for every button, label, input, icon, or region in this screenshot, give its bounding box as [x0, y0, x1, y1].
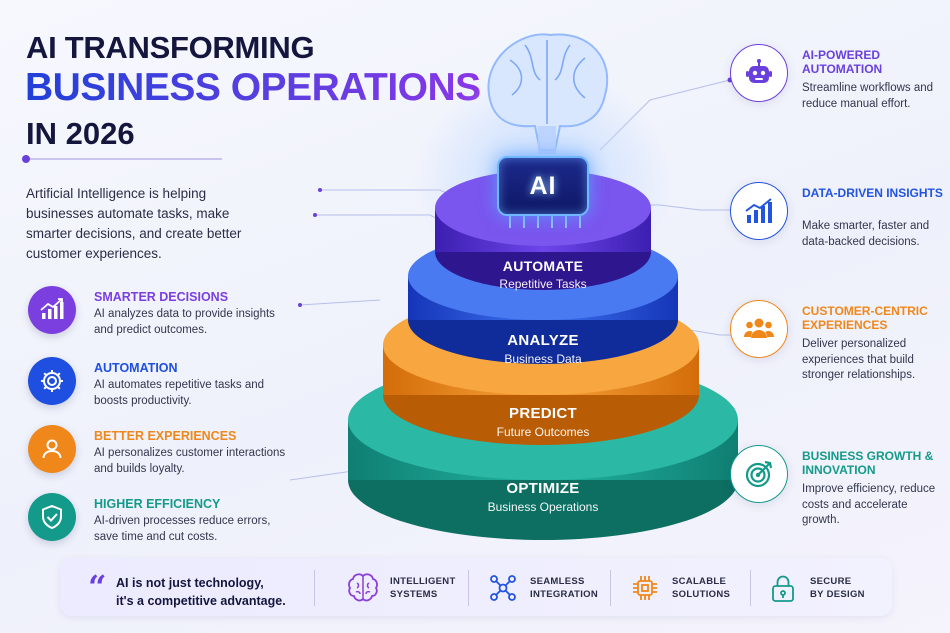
page-title-line-2: BUSINESS OPERATIONS	[25, 66, 481, 109]
chip-pins	[509, 216, 581, 228]
bottom-item-scalable-solutions: SCALABLE SOLUTIONS	[628, 571, 730, 605]
bottom-item-label: SCALABLE SOLUTIONS	[672, 575, 730, 601]
bottom-item-label: SEAMLESS INTEGRATION	[530, 575, 598, 601]
quote-text: AI is not just technology, it's a compet…	[116, 574, 306, 610]
title-divider	[22, 155, 222, 163]
label-line-2: SYSTEMS	[390, 589, 438, 600]
bottom-item-label: SECURE BY DESIGN	[810, 575, 865, 601]
benefit-title: HIGHER EFFICIENCY	[94, 497, 221, 511]
lock-icon	[766, 571, 800, 605]
benefit-desc: AI-driven processes reduce errors, save …	[94, 515, 271, 543]
feature-desc: Deliver personalized experiences that bu…	[802, 338, 916, 381]
quote-line-1: AI is not just technology,	[116, 576, 264, 590]
benefit-title: BETTER EXPERIENCES	[94, 429, 237, 443]
robot-icon	[730, 44, 788, 102]
feature-desc: Streamline workflows and reduce manual e…	[802, 82, 934, 110]
label-line-1: INTELLIGENT	[390, 576, 456, 587]
benefit-automation: AUTOMATION AI automates repetitive tasks…	[28, 357, 288, 417]
label-line-1: SEAMLESS	[530, 576, 585, 587]
feature-title: DATA-DRIVEN INSIGHTS	[802, 186, 943, 200]
label-line-2: SOLUTIONS	[672, 589, 731, 600]
quote-icon: “	[88, 568, 107, 606]
tier-predict: PREDICT Future Outcomes	[443, 405, 643, 439]
label-line-1: SCALABLE	[672, 576, 727, 587]
network-icon	[486, 571, 520, 605]
feature-desc: Improve efficiency, reduce costs and acc…	[802, 483, 936, 526]
people-icon	[730, 300, 788, 358]
benefit-title: SMARTER DECISIONS	[94, 290, 229, 304]
benefit-smarter-decisions: SMARTER DECISIONS AI analyzes data to pr…	[28, 286, 288, 346]
brain-graphic	[487, 33, 609, 154]
shield-check-icon	[28, 493, 76, 541]
benefit-desc: AI analyzes data to provide insights and…	[94, 308, 275, 336]
page-title-line-1: AI TRANSFORMING	[26, 30, 315, 65]
label-line-1: SECURE	[810, 576, 852, 587]
bar-chart-icon	[730, 182, 788, 240]
benefit-desc: AI automates repetitive tasks and boosts…	[94, 379, 265, 407]
bottom-bar	[60, 558, 892, 616]
chip-icon	[628, 571, 662, 605]
quote-line-2: it's a competitive advantage.	[116, 594, 286, 608]
brain-icon	[346, 571, 380, 605]
bottom-item-intelligent-systems: INTELLIGENT SYSTEMS	[346, 571, 456, 605]
page-title-line-3: IN 2026	[26, 116, 135, 151]
bottom-divider	[610, 570, 611, 606]
tier-sub: Future Outcomes	[496, 425, 590, 439]
bottom-item-secure-by-design: SECURE BY DESIGN	[766, 571, 865, 605]
tier-sub: Repetitive Tasks	[499, 277, 587, 291]
bottom-divider	[468, 570, 469, 606]
chart-growth-icon	[28, 286, 76, 334]
feature-title: AI-POWERED AUTOMATION	[802, 48, 883, 76]
label-line-2: BY DESIGN	[810, 589, 865, 600]
feature-desc: Make smarter, faster and data-backed dec…	[802, 220, 930, 248]
benefit-desc: AI personalizes customer interactions an…	[94, 447, 286, 475]
user-icon	[28, 425, 76, 473]
bottom-item-seamless-integration: SEAMLESS INTEGRATION	[486, 571, 598, 605]
gear-icon	[28, 357, 76, 405]
bottom-divider	[750, 570, 751, 606]
tier-name: AUTOMATE	[502, 258, 584, 274]
ai-chip-label: AI	[529, 171, 557, 200]
intro-text: Artificial Intelligence is helping busin…	[26, 186, 242, 261]
benefit-higher-efficiency: HIGHER EFFICIENCY AI-driven processes re…	[28, 493, 288, 553]
benefit-better-experiences: BETTER EXPERIENCES AI personalizes custo…	[28, 425, 288, 485]
tier-name: PREDICT	[509, 405, 577, 422]
tier-name: OPTIMIZE	[506, 480, 580, 497]
tier-optimize: OPTIMIZE Business Operations	[443, 480, 643, 514]
bottom-divider	[314, 570, 315, 606]
tier-sub: Business Data	[504, 352, 582, 366]
feature-title: CUSTOMER-CENTRIC EXPERIENCES	[802, 304, 928, 332]
bottom-item-label: INTELLIGENT SYSTEMS	[390, 575, 456, 601]
target-icon	[730, 445, 788, 503]
ai-chip: AI	[497, 156, 589, 216]
tier-sub: Business Operations	[487, 500, 599, 514]
feature-title: BUSINESS GROWTH & INNOVATION	[802, 449, 934, 477]
tier-name: ANALYZE	[507, 332, 579, 349]
label-line-2: INTEGRATION	[530, 589, 599, 600]
tier-analyze: ANALYZE Business Data	[443, 332, 643, 366]
benefit-title: AUTOMATION	[94, 361, 178, 375]
tier-automate: AUTOMATE Repetitive Tasks	[443, 258, 643, 291]
